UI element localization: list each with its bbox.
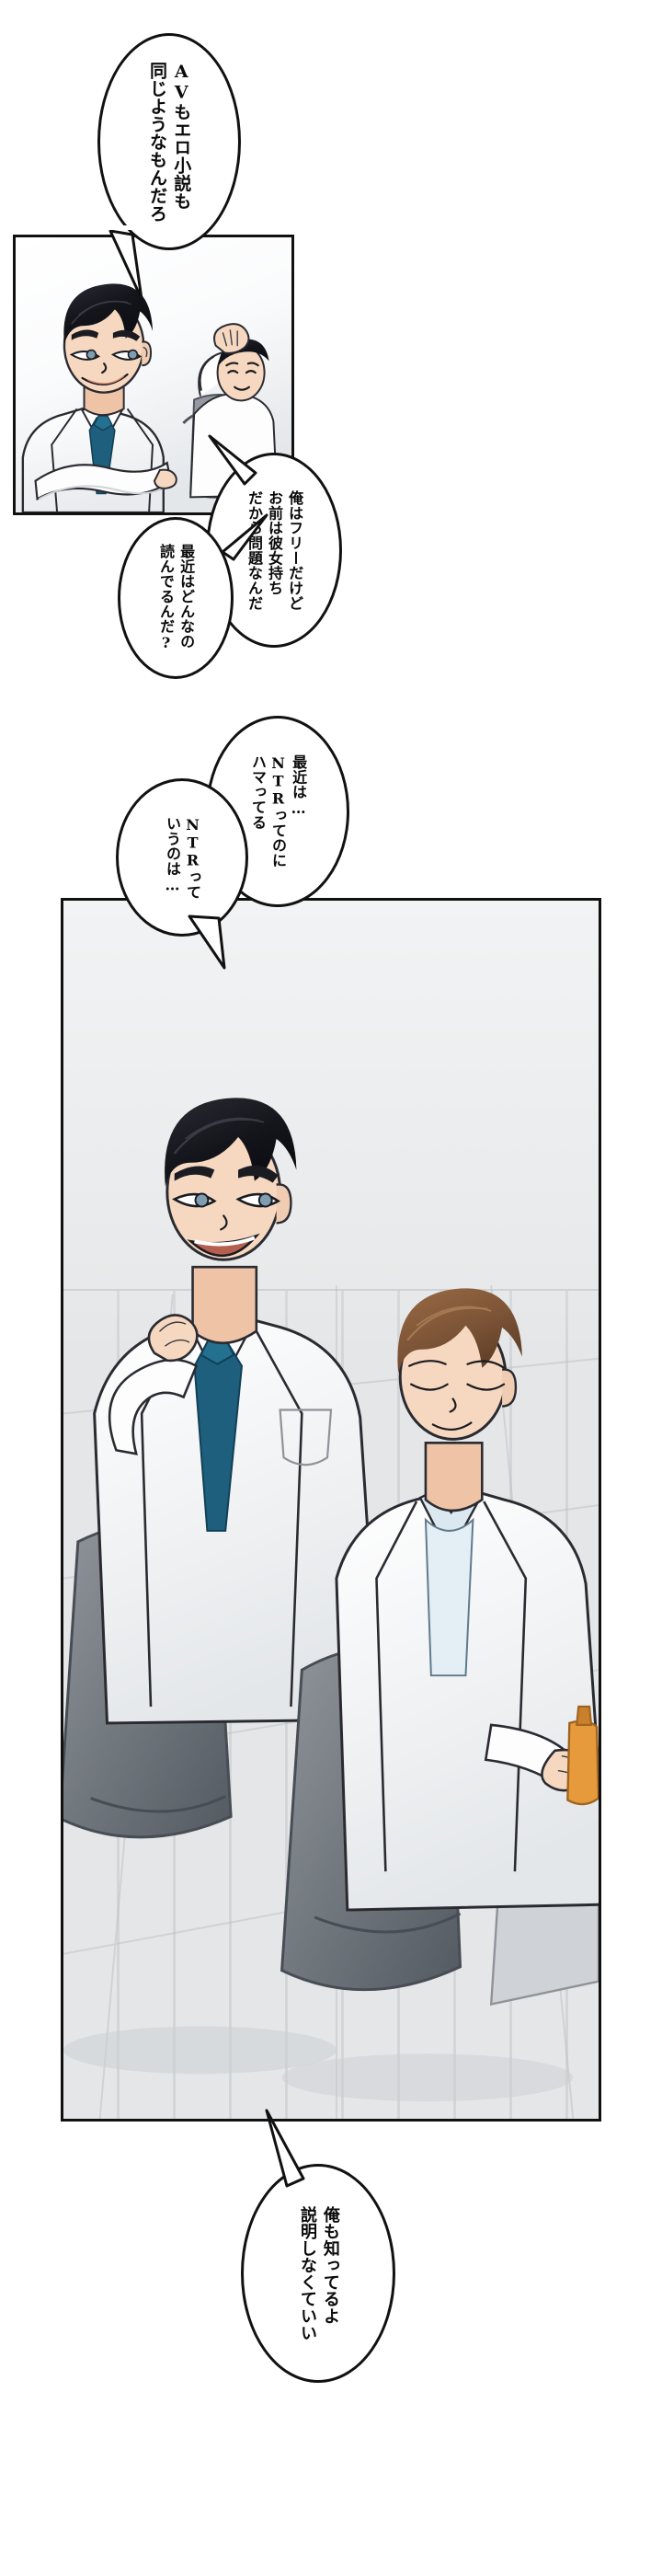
speech-bubble-6-tail <box>265 2109 305 2188</box>
speech-bubble-4-text: 最近は… NTRってのに ハマってる <box>248 754 308 868</box>
speech-bubble-2-tail <box>208 434 257 486</box>
speech-bubble-3-tail <box>221 513 268 561</box>
speech-bubble-1-tail <box>108 225 143 301</box>
speech-bubble-5-tail <box>188 914 226 970</box>
speech-bubble-1: AVもエロ小説も 同じようなもんだろ <box>97 33 241 250</box>
panel-2-artwork <box>63 1098 599 2119</box>
speech-bubble-2-text: 俺はフリーだけど お前は彼女持ち だから問題なんだ <box>245 489 304 611</box>
speech-bubble-3-text: 最近はどんなの 読んでるんだ? <box>157 544 196 652</box>
speech-bubble-6-text: 俺も知ってるよ 説明しなくていい <box>298 2205 340 2341</box>
panel-2-wall <box>63 901 599 1291</box>
speech-bubble-6: 俺も知ってるよ 説明しなくていい <box>241 2164 395 2383</box>
speech-bubble-1-text: AVもエロ小説も 同じようなもんだろ <box>147 61 192 223</box>
panel-2 <box>61 898 601 2122</box>
speech-bubble-3: 最近はどんなの 読んでるんだ? <box>118 517 234 679</box>
speech-bubble-5: NTRって いうのは… <box>116 778 248 937</box>
speech-bubble-5-text: NTRって いうのは… <box>164 815 202 900</box>
